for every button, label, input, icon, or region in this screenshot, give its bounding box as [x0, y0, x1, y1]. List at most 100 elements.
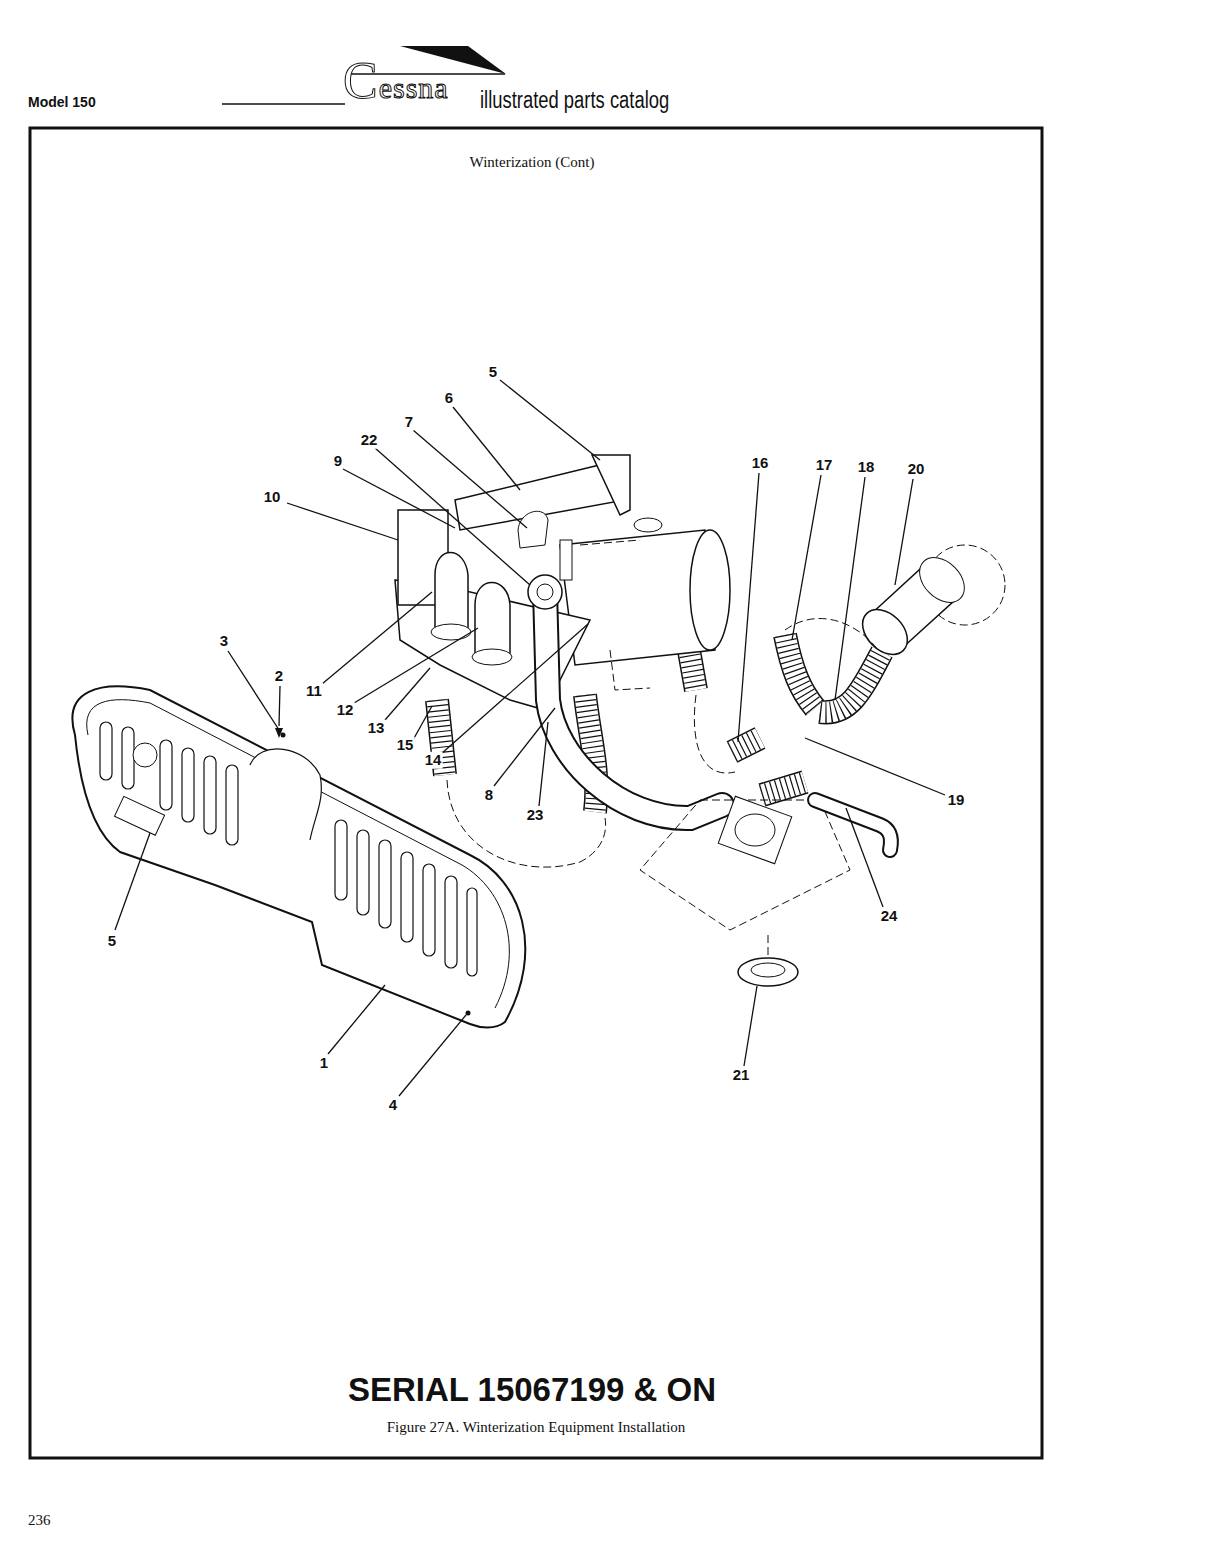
- valve: [854, 545, 1005, 663]
- drawing-path: [820, 652, 882, 712]
- drawing-rect: [204, 756, 216, 834]
- drawing-line: [846, 808, 883, 907]
- drawing-path: [592, 455, 630, 515]
- heater-shroud: [395, 455, 630, 710]
- drawing-rect: [226, 765, 238, 845]
- callout-number: 11: [305, 683, 323, 700]
- callout-number: 15: [396, 737, 415, 754]
- drawing-path: [820, 652, 882, 712]
- drawing-path: [820, 652, 882, 712]
- callout-number: 19: [947, 792, 966, 809]
- callout-number: 18: [857, 459, 876, 476]
- callout-number: 6: [444, 390, 454, 407]
- drawing-rect: [357, 830, 369, 915]
- drawing-path: [518, 511, 548, 548]
- drawing-line: [385, 668, 430, 720]
- callout-number: 24: [880, 908, 899, 925]
- drawing-path: [732, 738, 760, 752]
- drawing-line: [453, 407, 520, 490]
- drawing-path: [785, 635, 815, 708]
- drawing-path: [785, 635, 815, 708]
- drawing-line: [413, 430, 527, 528]
- guide-lines: [447, 619, 878, 868]
- drawing-g: [100, 722, 477, 976]
- drawing-rect: [718, 796, 791, 864]
- drawing-ellipse: [911, 549, 973, 611]
- drawing-circle: [466, 1011, 471, 1016]
- drawing-path: [400, 46, 506, 74]
- drawing-line: [805, 738, 945, 795]
- drawing-rect: [445, 876, 457, 968]
- page-number: 236: [28, 1512, 51, 1529]
- drawing-ellipse: [751, 963, 785, 977]
- drawing-line: [354, 628, 478, 703]
- drawing-path: [250, 749, 321, 840]
- callout-number: 22: [360, 432, 379, 449]
- drawing-ellipse: [431, 624, 471, 640]
- figure-title: Winterization (Cont): [470, 154, 595, 171]
- drawing-line: [738, 473, 759, 742]
- drawing-rect: [182, 748, 194, 822]
- leader-lines: [115, 380, 945, 1096]
- drawing-line: [279, 686, 280, 726]
- drawing-circle: [133, 743, 157, 767]
- drawing-line: [343, 469, 455, 528]
- drawing-line: [287, 503, 398, 540]
- drawing-path: [580, 540, 640, 545]
- callout-number: 2: [274, 668, 284, 685]
- model-label: Model 150: [28, 95, 96, 110]
- drawing-path: [72, 686, 525, 1027]
- drawing-ellipse: [735, 814, 775, 846]
- callout-number: 17: [815, 457, 834, 474]
- drawing-rect: [401, 852, 413, 942]
- drawing-path: [87, 700, 510, 1008]
- drawing-line: [115, 833, 150, 930]
- drawing-path: [545, 590, 722, 818]
- pipe: [528, 575, 722, 818]
- drawing-line: [399, 1015, 466, 1096]
- drawing-circle: [528, 575, 562, 609]
- figure-caption: Figure 27A. Winterization Equipment Inst…: [387, 1419, 686, 1436]
- drawing-circle: [537, 584, 553, 600]
- callout-number: 4: [388, 1097, 398, 1114]
- callout-number: 9: [333, 453, 343, 470]
- drawing-line: [792, 475, 821, 640]
- callout-number: 3: [219, 633, 229, 650]
- heater-box: [640, 796, 891, 986]
- drawing-path: [762, 782, 805, 795]
- page-frame: [30, 46, 1042, 1458]
- callout-number: 5: [107, 933, 117, 950]
- drawing-line: [744, 986, 757, 1066]
- drawing-rect: [122, 727, 134, 789]
- hoses: [437, 635, 882, 812]
- drawing-path: [545, 590, 722, 818]
- drawing-path: [475, 583, 510, 656]
- drawing-path: [732, 738, 760, 752]
- drawing-ellipse: [690, 530, 730, 650]
- drawing-rect: [160, 740, 172, 810]
- drawing-ellipse: [854, 601, 916, 663]
- drawing-line: [500, 380, 600, 460]
- drawing-path: [610, 650, 650, 690]
- drawing-rect: [30, 128, 1042, 1458]
- callout-number: 10: [263, 489, 282, 506]
- drawing-rect: [560, 540, 572, 580]
- drawing-circle: [281, 733, 286, 738]
- callout-number: 23: [526, 807, 545, 824]
- drawing-path: [762, 782, 805, 795]
- drawing-rect: [467, 888, 477, 976]
- callout-number: 13: [367, 720, 386, 737]
- brand-logo: Cessna: [343, 52, 449, 109]
- drawing-path: [435, 553, 468, 631]
- drawing-line: [328, 985, 385, 1054]
- callout-number: 20: [907, 461, 926, 478]
- drawing-line: [375, 448, 530, 585]
- drawing-line: [895, 479, 913, 585]
- drawing-rect: [423, 864, 435, 956]
- drawing-path: [694, 695, 735, 773]
- drawing-path: [785, 635, 815, 708]
- drawing-path: [447, 780, 606, 867]
- drawing-path: [640, 800, 850, 930]
